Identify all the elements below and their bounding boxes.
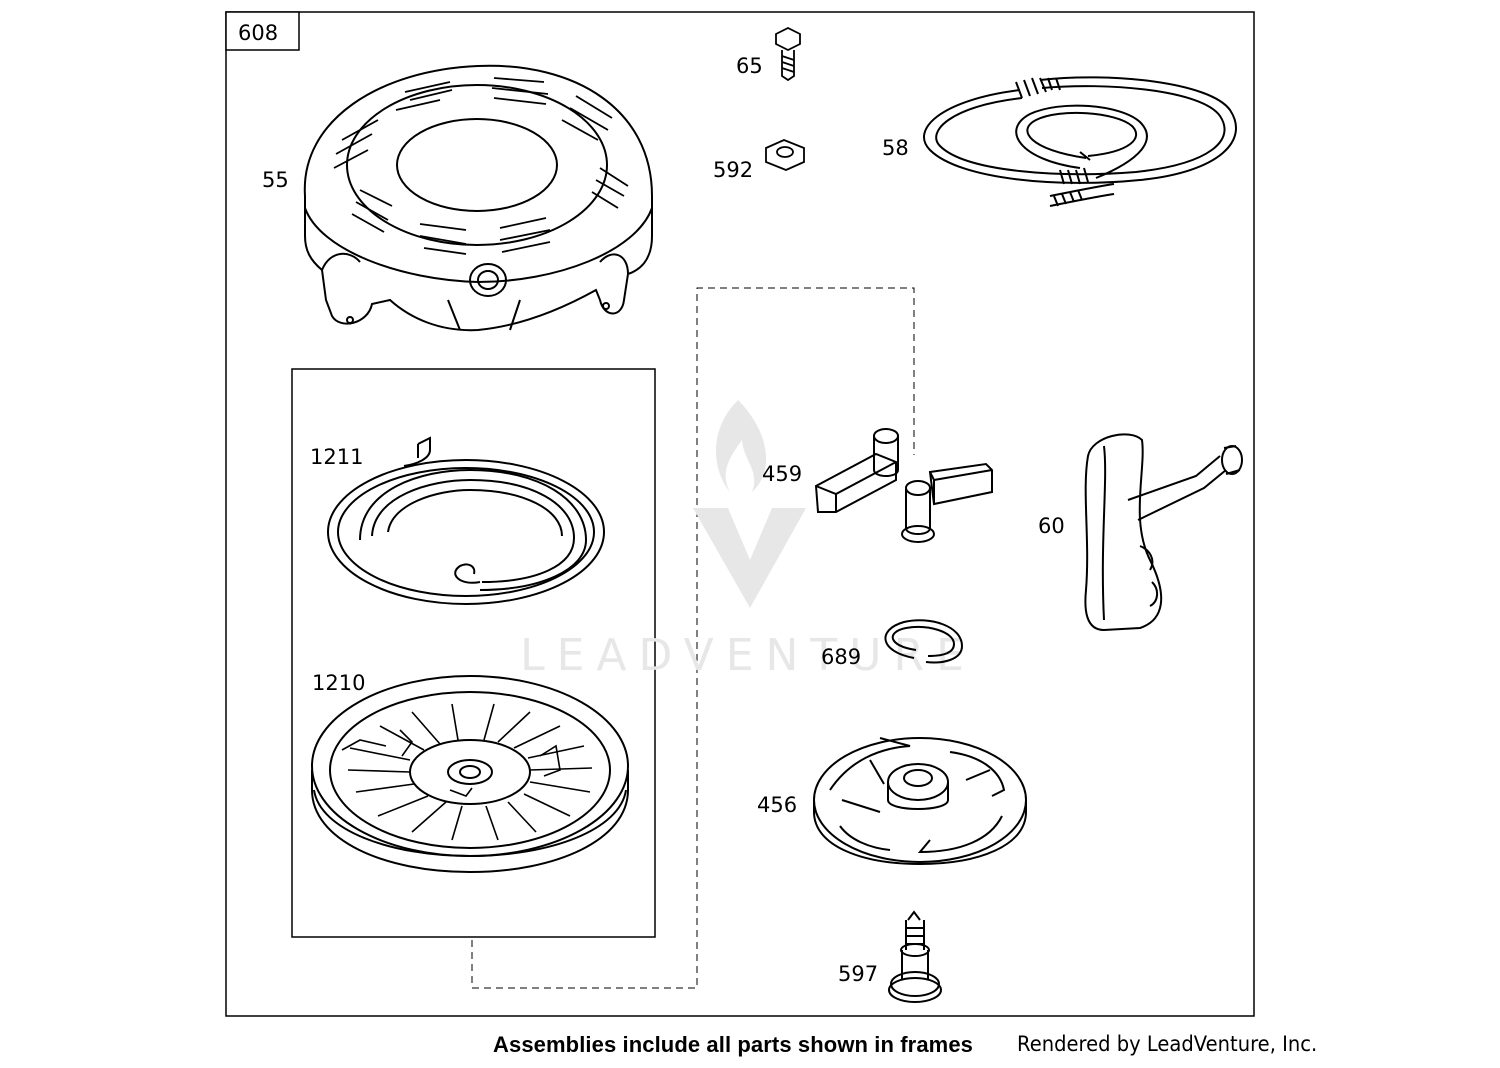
label-part-55: 55 [262, 168, 289, 192]
label-part-459: 459 [762, 462, 802, 486]
label-part-592: 592 [713, 158, 753, 182]
part-597-screw [888, 910, 942, 1003]
part-456-ratchet [813, 737, 1027, 866]
part-55-housing [303, 64, 653, 332]
assembly-number: 608 [238, 21, 278, 45]
label-part-597: 597 [838, 962, 878, 986]
label-part-60: 60 [1038, 514, 1065, 538]
label-part-58: 58 [882, 136, 909, 160]
part-65-bolt [775, 26, 801, 82]
part-459-pawls [814, 428, 993, 543]
label-part-456: 456 [757, 793, 797, 817]
assembly-link-lines [471, 287, 915, 989]
part-1210-pulley [311, 675, 629, 874]
diagram-frame [225, 11, 1255, 1017]
part-60-handle [1084, 433, 1243, 632]
footer-credit: Rendered by LeadVenture, Inc. [1017, 1032, 1318, 1056]
flame-v-logo-icon [693, 400, 806, 608]
footer-assembly-note: Assemblies include all parts shown in fr… [493, 1032, 973, 1057]
label-part-1210: 1210 [312, 671, 365, 695]
part-58-rope [923, 76, 1237, 207]
part-1211-spring [327, 436, 605, 605]
label-part-65: 65 [736, 54, 763, 78]
assembly-subframe [291, 368, 656, 938]
watermark-text: LEADVENTURE [520, 630, 976, 681]
part-592-nut [765, 139, 805, 171]
assembly-number-box [225, 11, 300, 51]
label-part-1211: 1211 [310, 445, 363, 469]
watermark: LEADVENTURE [520, 400, 976, 681]
part-689-ring [884, 619, 964, 664]
label-part-689: 689 [821, 645, 861, 669]
